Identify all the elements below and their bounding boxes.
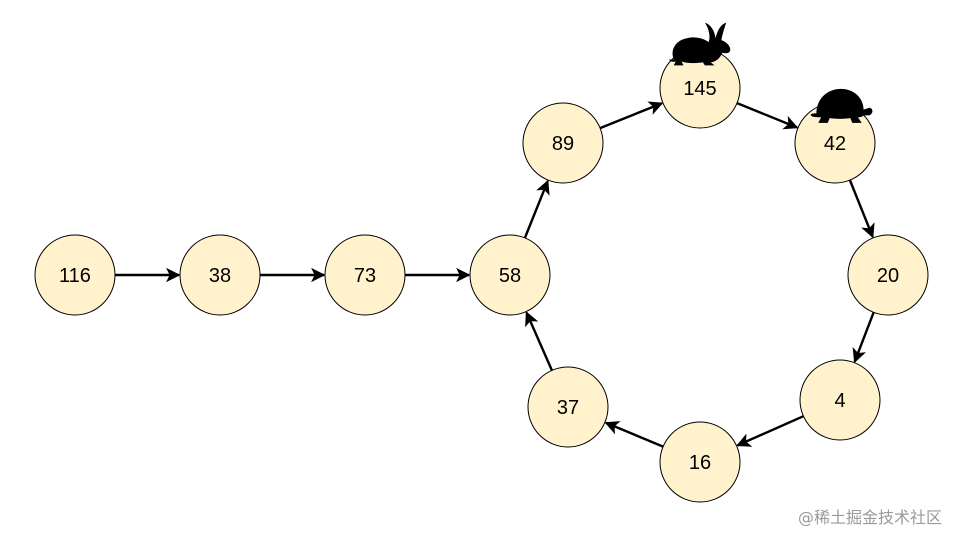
node-label: 38 [209, 265, 231, 287]
edge-42-to-20 [848, 179, 875, 239]
node-label: 20 [877, 265, 899, 287]
node-circle [659, 421, 741, 503]
node-89: 89 [522, 102, 604, 184]
node-145: 145 [659, 47, 741, 129]
node-circle [799, 359, 881, 441]
node-38: 38 [179, 234, 261, 316]
node-20: 20 [847, 234, 929, 316]
node-16: 16 [659, 421, 741, 503]
edge-89-to-145 [599, 101, 664, 130]
edge-37-to-58 [525, 311, 554, 371]
edge-145-to-42 [736, 101, 799, 130]
edge-16-to-37 [604, 421, 664, 448]
node-label: 37 [557, 397, 579, 419]
node-circle [34, 234, 116, 316]
node-42: 42 [794, 102, 876, 184]
node-circle [179, 234, 261, 316]
node-37: 37 [527, 366, 609, 448]
edge-20-to-4 [852, 311, 875, 364]
watermark-text: @稀土掘金技术社区 [797, 508, 942, 527]
node-label: 16 [689, 452, 711, 474]
node-58: 58 [469, 234, 551, 316]
edge-58-to-89 [523, 179, 550, 239]
node-label: 73 [354, 265, 376, 287]
edge-4-to-16 [736, 415, 804, 447]
edges-layer [115, 101, 875, 448]
node-label: 4 [834, 390, 845, 412]
node-label: 42 [824, 133, 846, 155]
node-label: 116 [59, 265, 91, 287]
node-circle [469, 234, 551, 316]
node-label: 145 [683, 78, 716, 100]
node-circle [527, 366, 609, 448]
node-73: 73 [324, 234, 406, 316]
node-circle [847, 234, 929, 316]
node-label: 89 [552, 133, 574, 155]
node-label: 58 [499, 265, 521, 287]
node-circle [522, 102, 604, 184]
nodes-layer: 116 38 73 58 89 145 42 20 4 16 37 [34, 47, 929, 503]
node-116: 116 [34, 234, 116, 316]
node-circle [324, 234, 406, 316]
node-4: 4 [799, 359, 881, 441]
